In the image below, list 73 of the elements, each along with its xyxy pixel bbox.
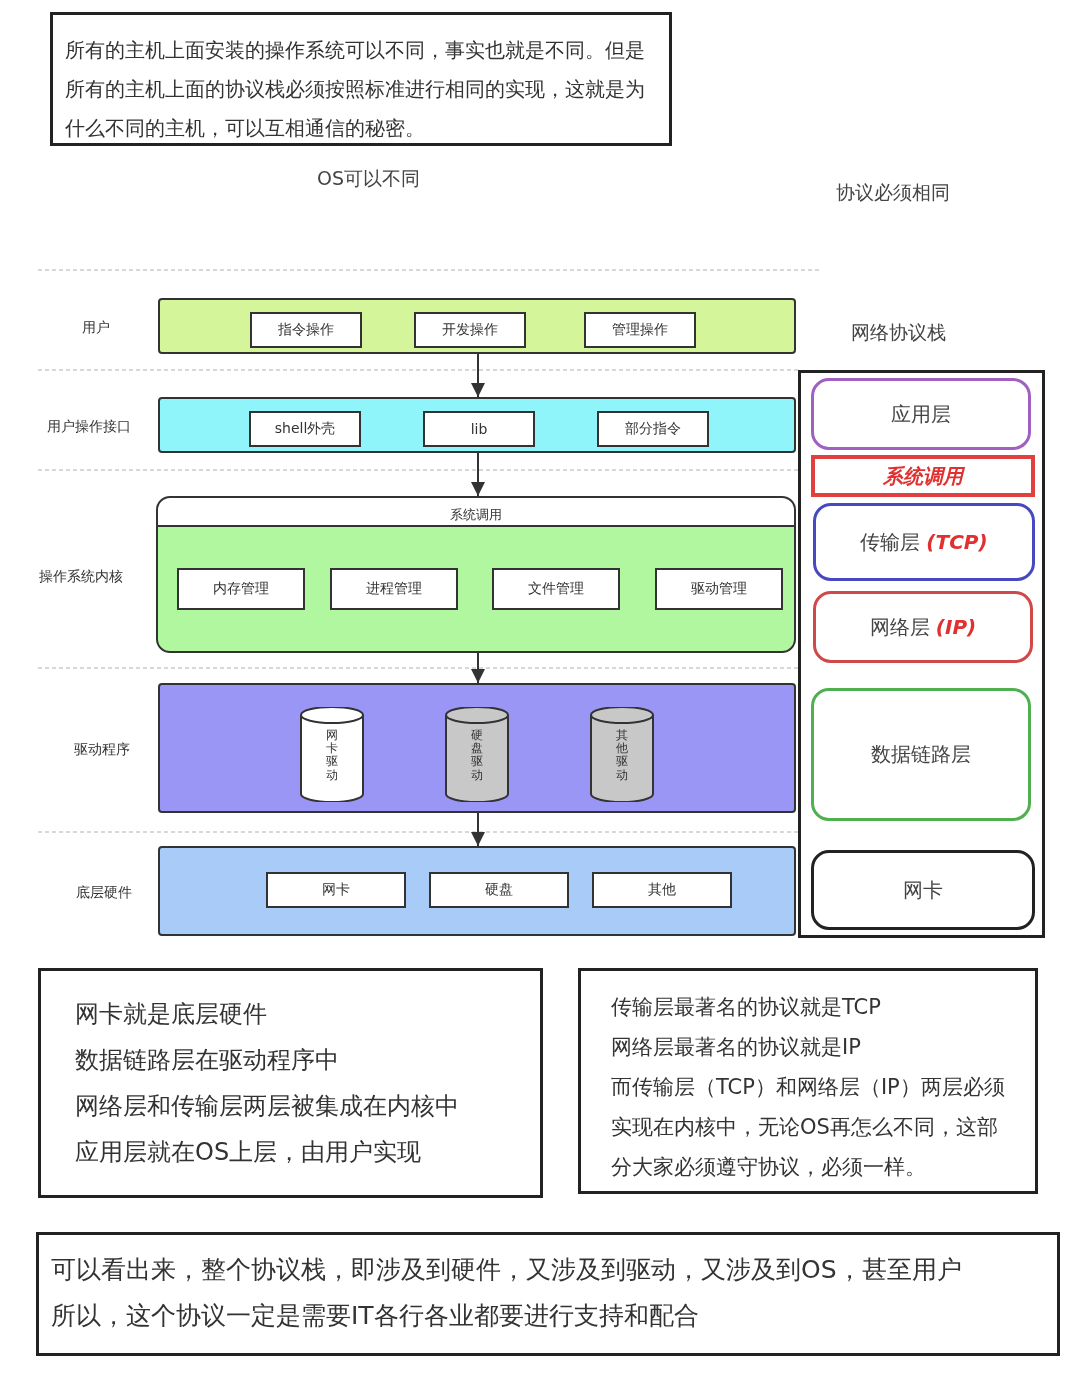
layer-label: 底层硬件: [76, 884, 132, 902]
note-box: [38, 968, 543, 1198]
layer-label: 用户: [82, 319, 110, 337]
protocol-layer: [811, 688, 1031, 821]
component-box: [414, 312, 526, 348]
cylinder: [590, 707, 654, 802]
component-text: shell外壳: [274, 420, 336, 438]
component-text: 文件管理: [528, 580, 584, 598]
component-text: 开发操作: [442, 321, 498, 339]
component-box: [492, 568, 620, 610]
component-text: 指令操作: [278, 321, 334, 339]
layer-text: 网卡: [903, 876, 943, 904]
arrow: [471, 812, 485, 847]
cylinder-text: 网卡驱动: [326, 729, 338, 782]
component-box: [429, 872, 569, 908]
protocol-layer: [811, 850, 1035, 930]
heading-text: OS可以不同: [317, 166, 420, 191]
component-box: [423, 411, 535, 447]
protocol-layer: [813, 503, 1035, 581]
cylinder-text: 其他驱动: [616, 729, 628, 782]
note-text: 所以，这个协议一定是需要IT各行各业都要进行支持和配合: [51, 1300, 700, 1332]
component-text: 部分指令: [625, 420, 681, 438]
header-text: 系统调用: [449, 506, 503, 524]
note-box: [36, 1232, 1060, 1356]
note-text: 网络层和传输层两层被集成在内核中: [75, 1091, 460, 1122]
component-text: 网卡: [322, 881, 350, 899]
layer-text: 系统调用: [883, 462, 963, 490]
component-text: 其他: [648, 881, 676, 899]
layer-label: 操作系统内核: [39, 567, 123, 586]
component-box: [250, 312, 362, 348]
component-text: lib: [470, 421, 488, 437]
note-text: 所有的主机上面安装的操作系统可以不同，事实也就是不同。但是所有的主机上面的协议栈必须按照标准进行相同的实现，这就是为什么不同的主机，可以互相通信的秘密。: [65, 37, 646, 142]
cylinder: [300, 707, 364, 802]
note-box: [578, 968, 1038, 1194]
layer-text: 传输层: [860, 528, 921, 556]
layer-text: 网络层: [869, 613, 930, 641]
component-text: 硬盘: [485, 881, 513, 899]
component-box: [655, 568, 783, 610]
note-box: [50, 12, 672, 146]
call-box: [811, 455, 1035, 497]
arrow: [471, 652, 485, 684]
note-text: 可以看出来，整个协议栈，即涉及到硬件，又涉及到驱动，又涉及到OS，甚至用户: [51, 1254, 963, 1286]
component-box: [177, 568, 305, 610]
layer-text: 应用层: [891, 400, 951, 428]
component-box: [592, 872, 732, 908]
cylinder: [445, 707, 509, 802]
component-box: [584, 312, 696, 348]
component-box: [249, 411, 361, 447]
heading-text: 协议必须相同: [836, 180, 950, 205]
cylinder-text: 硬盘驱动: [471, 729, 483, 782]
component-box: [597, 411, 709, 447]
stack-heading: 网络协议栈: [851, 320, 946, 345]
note-text: 而传输层（TCP）和网络层（IP）两层必须实现在内核中，无论OS再怎么不同，这部分大家必须遵守协议，必须一样。: [611, 1074, 1005, 1181]
note-text: 应用层就在OS上层，由用户实现: [75, 1137, 423, 1168]
arrow: [471, 452, 485, 497]
note-text: 网络层最著名的协议就是IP: [611, 1034, 862, 1061]
component-text: 管理操作: [612, 321, 668, 339]
component-text: 内存管理: [213, 580, 269, 598]
note-text: 数据链路层在驱动程序中: [75, 1045, 340, 1076]
layer-text: 数据链路层: [871, 741, 971, 768]
protocol-annotation: (TCP): [926, 530, 988, 554]
note-text: 网卡就是底层硬件: [75, 999, 268, 1030]
note-text: 传输层最著名的协议就是TCP: [611, 994, 882, 1021]
layer-label: 驱动程序: [74, 741, 130, 759]
component-text: 驱动管理: [691, 580, 747, 598]
layer-label: 用户操作接口: [47, 418, 131, 436]
protocol-layer: [813, 591, 1033, 663]
arrow: [471, 353, 485, 398]
protocol-annotation: (IP): [935, 615, 977, 639]
component-box: [330, 568, 458, 610]
component-text: 进程管理: [366, 580, 422, 598]
component-box: [266, 872, 406, 908]
protocol-layer: [811, 378, 1031, 450]
